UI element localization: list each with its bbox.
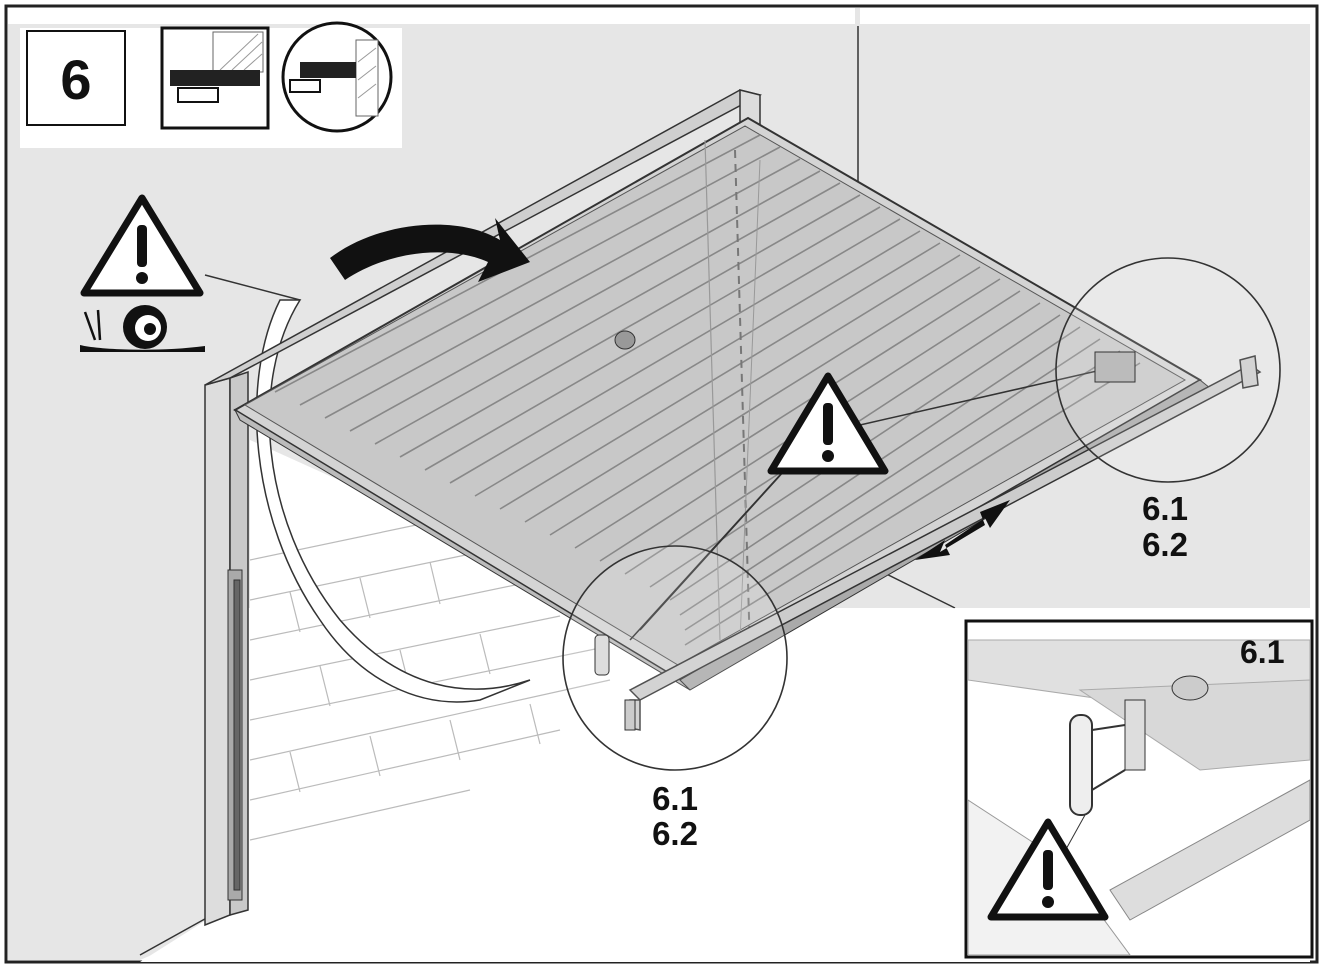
callout-label-bottom-1: 6.1 xyxy=(652,780,698,817)
callout-label-bottom-2: 6.2 xyxy=(652,815,698,852)
horizontal-track xyxy=(628,355,1262,731)
leader-lines xyxy=(204,274,1111,641)
inset-label: 6.1 xyxy=(1240,634,1285,670)
warning-triangle-icon xyxy=(767,372,889,475)
detail-circle-right xyxy=(1055,257,1281,483)
warning-triangle-icon xyxy=(80,194,204,297)
snail-slow-icon xyxy=(80,305,205,352)
springs xyxy=(227,569,243,901)
callout-label-right-1: 6.1 xyxy=(1142,490,1188,527)
slide-arrow-icon xyxy=(915,500,1010,560)
in-opening-mount-icon xyxy=(281,21,393,133)
step-number: 6 xyxy=(26,30,126,126)
behind-opening-mount-icon xyxy=(160,26,270,130)
swing-path-arc xyxy=(255,299,531,703)
callout-label-right-2: 6.2 xyxy=(1142,526,1188,563)
detail-circle-bottom xyxy=(562,545,788,771)
curved-arrow xyxy=(330,218,530,282)
inset-detail-panel xyxy=(964,619,1314,959)
